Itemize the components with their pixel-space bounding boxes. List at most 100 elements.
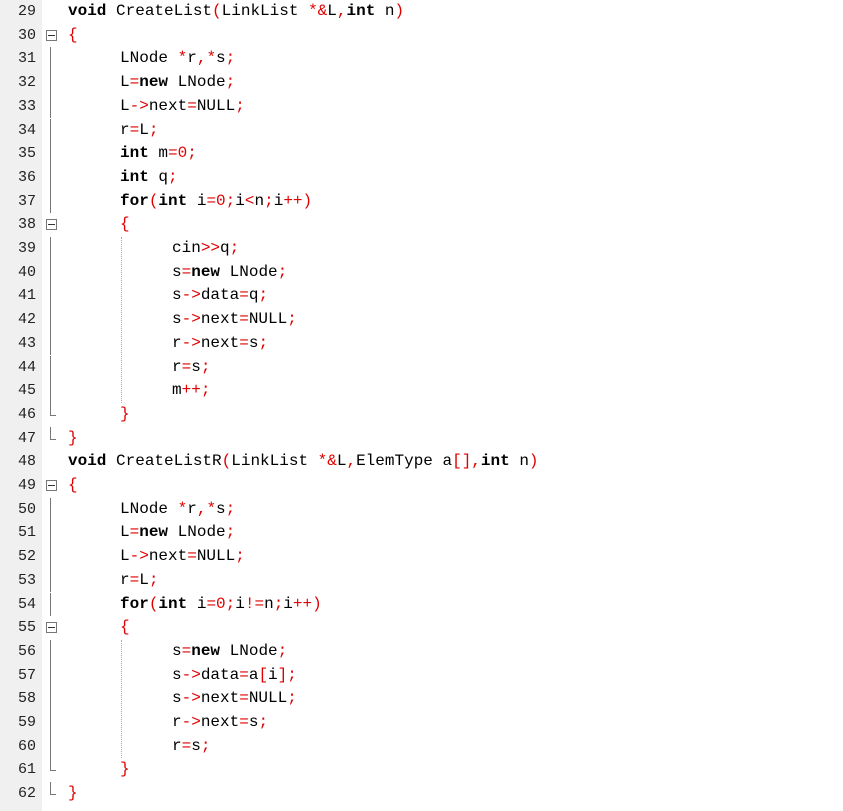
line-number: 57 [17, 666, 36, 684]
code-token: LNode [168, 73, 226, 92]
fold-collapse-icon[interactable] [44, 474, 58, 498]
fold-collapse-icon[interactable] [44, 213, 58, 237]
code-token: ; [225, 191, 236, 210]
code-token: , [336, 2, 347, 20]
code-token: new [139, 523, 169, 542]
code-token: -> [181, 333, 201, 352]
code-token: = [206, 191, 217, 210]
fold-guide-icon [44, 782, 58, 806]
code-token: LinkList [231, 452, 318, 471]
code-token: L [139, 120, 149, 139]
code-token: ( [148, 191, 159, 210]
code-token: = [129, 523, 140, 542]
code-line[interactable]: 47} [0, 426, 843, 451]
code-token: cin [172, 239, 201, 257]
code-token: L [327, 2, 337, 20]
code-token: = [181, 736, 192, 755]
fold-guide-icon [44, 331, 58, 356]
fold-collapse-icon[interactable] [44, 24, 58, 48]
code-token: ; [277, 262, 288, 281]
code-token: i [283, 594, 293, 613]
fold-margin [42, 0, 64, 811]
code-token: s [216, 49, 226, 68]
code-token: NULL [196, 96, 236, 115]
code-line[interactable]: 46} [0, 402, 843, 427]
fold-guide-icon [44, 47, 58, 71]
code-token: next [148, 96, 188, 115]
code-line[interactable]: 49{ [0, 474, 843, 498]
code-line[interactable]: 61} [0, 758, 843, 782]
code-token: r [187, 499, 197, 518]
code-token: ; [287, 665, 297, 684]
code-token: i [235, 191, 245, 210]
code-token: = [239, 689, 249, 708]
code-token: = [187, 547, 197, 566]
line-number: 39 [17, 240, 36, 257]
code-token: int [158, 191, 188, 210]
code-token: * [177, 499, 188, 518]
code-line[interactable]: 55{ [0, 616, 843, 640]
code-line[interactable]: 38{ [0, 213, 843, 237]
code-line[interactable]: 30{ [0, 24, 843, 48]
code-text: { [120, 213, 130, 237]
fold-guide-icon [44, 687, 58, 711]
code-token: ++ [181, 381, 201, 400]
code-line[interactable]: 35 int m=0; [0, 142, 843, 166]
code-token: = [129, 120, 140, 139]
line-number: 33 [17, 97, 36, 115]
code-token: -> [181, 713, 201, 731]
code-token: = [181, 641, 192, 660]
code-token: 0 [216, 594, 226, 613]
code-text: r=L; [120, 569, 158, 593]
line-number: 55 [17, 619, 36, 637]
fold-collapse-icon[interactable] [44, 616, 58, 640]
code-line[interactable]: 62} [0, 782, 843, 806]
code-token: q [248, 286, 259, 305]
code-token: , [471, 452, 481, 471]
code-text: int m=0; [120, 142, 197, 166]
code-token: LNode [120, 499, 178, 518]
code-text: cin>>q; [172, 237, 239, 261]
fold-guide-icon [44, 402, 58, 427]
fold-guide-icon [44, 497, 58, 522]
code-token: next [200, 310, 240, 329]
code-token: new [139, 73, 169, 92]
code-text: s=new LNode; [172, 640, 287, 664]
code-token: i [273, 191, 284, 210]
code-token: 0 [216, 191, 226, 210]
code-token: 0 [177, 144, 188, 163]
line-number: 35 [17, 145, 36, 163]
line-number: 45 [17, 382, 36, 400]
code-token: q [220, 239, 230, 257]
line-number: 46 [17, 405, 36, 423]
code-line[interactable]: 39 cin>>q; [0, 237, 843, 261]
line-number: 60 [17, 737, 36, 755]
code-token: s [248, 713, 259, 731]
code-token: ; [225, 523, 236, 542]
